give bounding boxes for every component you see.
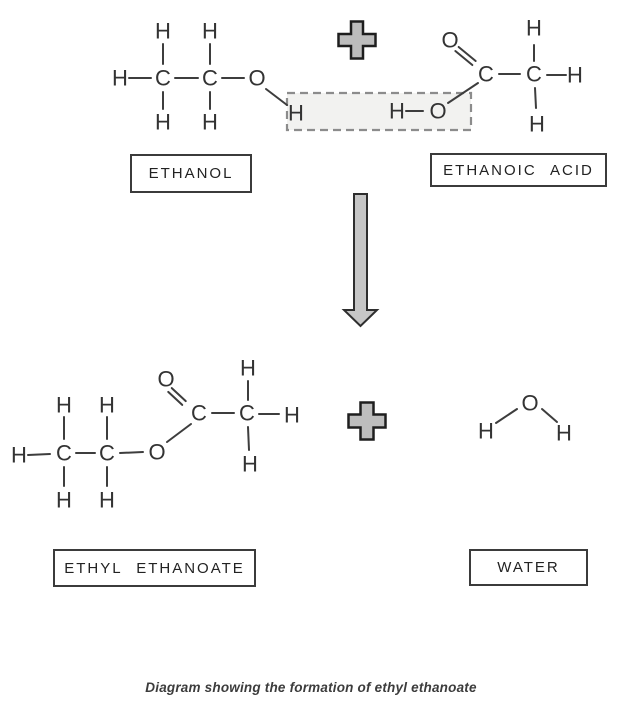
atom-H: H: [478, 419, 494, 444]
double-bond: [454, 50, 474, 67]
atom-H: H: [288, 101, 304, 126]
bond: [247, 426, 250, 451]
atom-H: H: [529, 112, 545, 137]
atom-O: O: [521, 391, 538, 416]
plus-sign-top-icon: [337, 20, 377, 60]
atom-O: O: [429, 99, 446, 124]
atom-H: H: [56, 488, 72, 513]
label-ethanoic-acid: ETHANOIC ACID: [430, 153, 607, 187]
atom-H: H: [56, 393, 72, 418]
atom-H: H: [99, 488, 115, 513]
bond: [27, 453, 51, 456]
bond: [119, 451, 144, 454]
atom-O: O: [157, 367, 174, 392]
atom-H: H: [567, 63, 583, 88]
double-bond: [457, 45, 477, 62]
atom-O: O: [248, 66, 265, 91]
leaving-group-highlight-box: [285, 91, 473, 132]
atom-C: C: [191, 401, 207, 426]
atom-C: C: [239, 401, 255, 426]
atom-H: H: [242, 452, 258, 477]
bond: [265, 88, 288, 106]
atom-H: H: [526, 16, 542, 41]
bond: [495, 408, 518, 424]
label-ethyl-ethanoate: ETHYL ETHANOATE: [53, 549, 256, 587]
atom-H: H: [284, 403, 300, 428]
bond: [166, 423, 192, 443]
atom-C: C: [202, 66, 218, 91]
atom-H: H: [202, 110, 218, 135]
atom-H: H: [202, 19, 218, 44]
atom-O: O: [148, 440, 165, 465]
atom-H: H: [112, 66, 128, 91]
reaction-arrow-icon: [341, 193, 380, 328]
atom-H: H: [155, 19, 171, 44]
atom-H: H: [556, 421, 572, 446]
atom-O: O: [441, 28, 458, 53]
label-water: WATER: [469, 549, 588, 586]
atom-H: H: [99, 393, 115, 418]
atom-H: H: [11, 443, 27, 468]
double-bond: [167, 390, 184, 406]
atom-H: H: [155, 110, 171, 135]
atom-C: C: [99, 441, 115, 466]
double-bond: [170, 387, 187, 403]
bond: [447, 82, 479, 104]
molecule-water: HOH: [478, 391, 572, 446]
atom-C: C: [526, 62, 542, 87]
plus-sign-bottom-icon: [347, 401, 387, 441]
atom-H: H: [389, 99, 405, 124]
label-ethanol: ETHANOL: [130, 154, 252, 193]
atom-C: C: [155, 66, 171, 91]
bond: [534, 87, 537, 109]
diagram-caption: Diagram showing the formation of ethyl e…: [145, 680, 477, 695]
atom-C: C: [56, 441, 72, 466]
atom-H: H: [240, 356, 256, 381]
atom-C: C: [478, 62, 494, 87]
bond: [541, 408, 558, 423]
